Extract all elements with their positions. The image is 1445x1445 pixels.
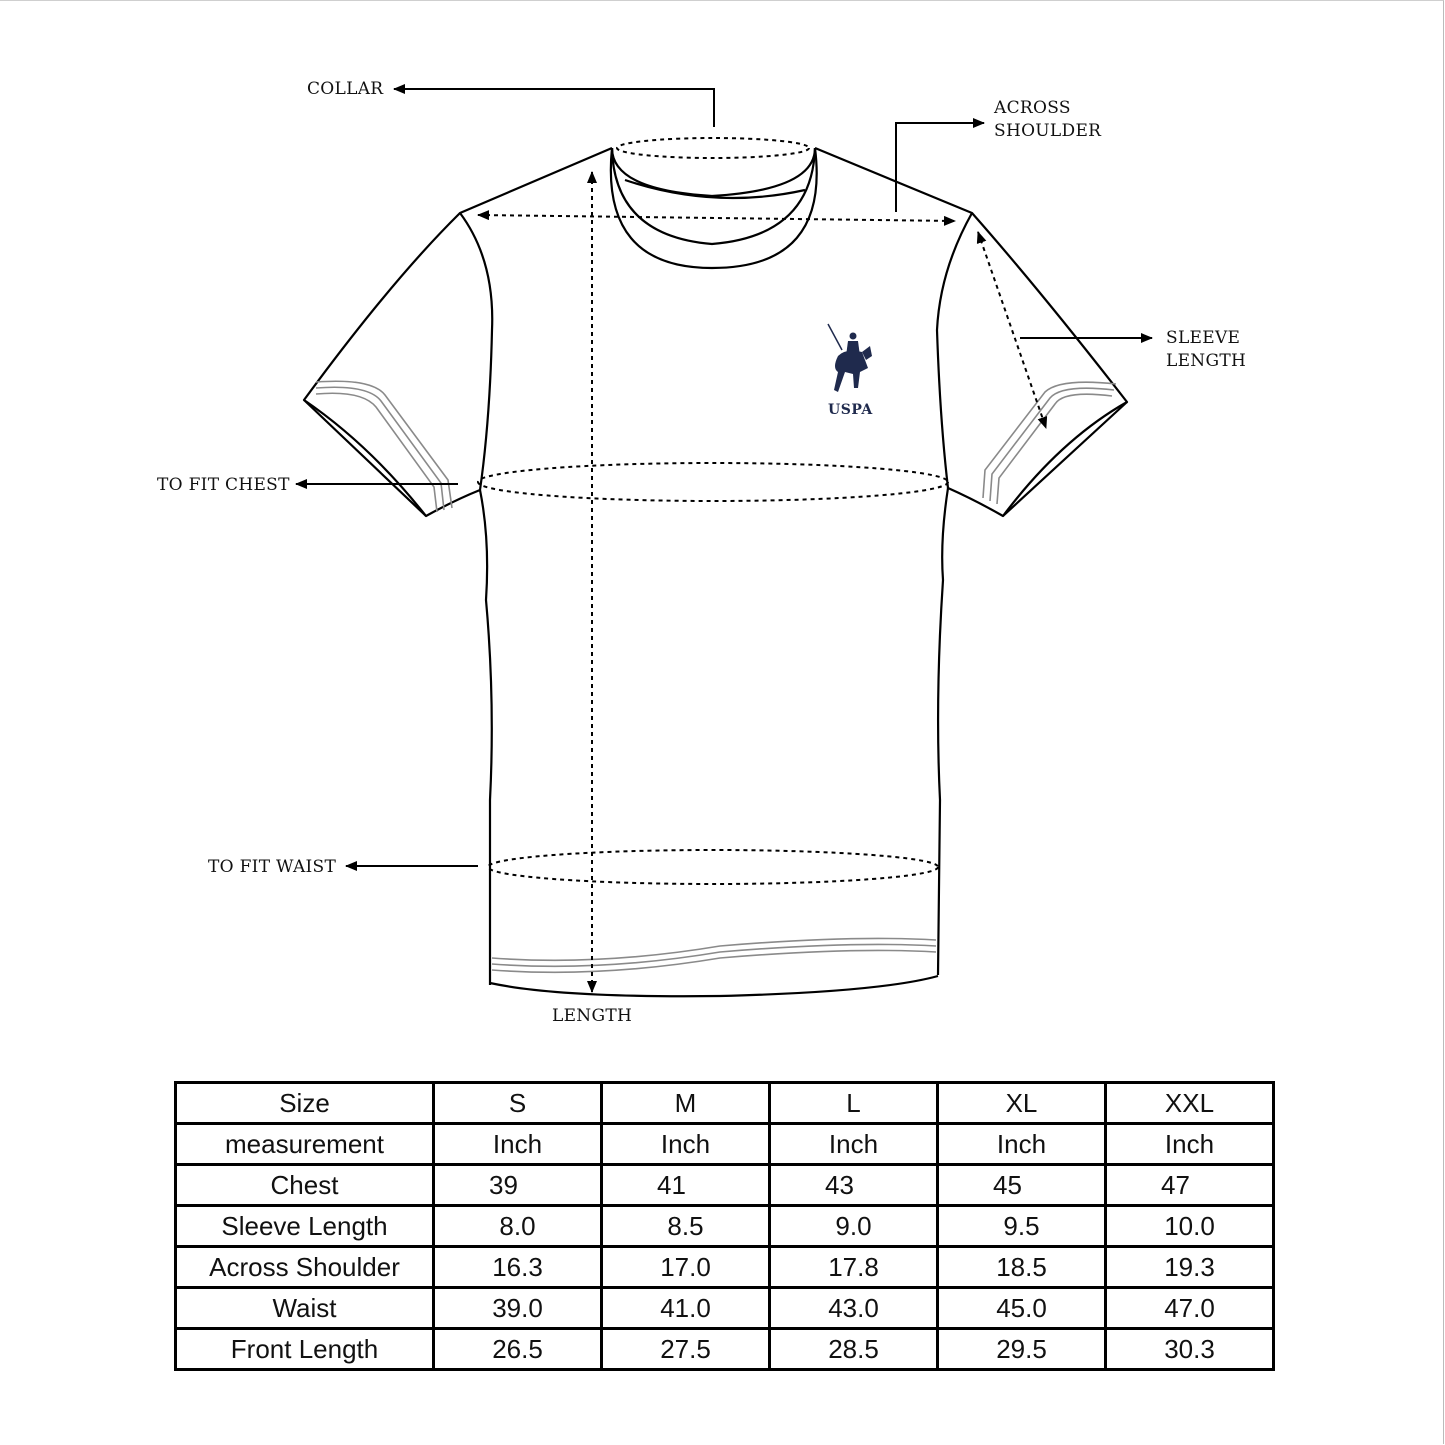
table-cell: 43.0 bbox=[768, 1286, 939, 1330]
row-label-cell: Front Length bbox=[174, 1327, 435, 1371]
units-cell: Inch bbox=[936, 1122, 1107, 1166]
table-cell: 27.5 bbox=[600, 1327, 771, 1371]
tshirt-outline bbox=[302, 146, 1129, 998]
row-label-cell: Across Shoulder bbox=[174, 1245, 435, 1289]
table-row: Front Length 26.5 27.5 28.5 29.5 30.3 bbox=[174, 1327, 1275, 1371]
table-cell: 29.5 bbox=[936, 1327, 1107, 1371]
header-cell: M bbox=[600, 1081, 771, 1125]
table-cell: 9.5 bbox=[936, 1204, 1107, 1248]
row-label-cell: Sleeve Length bbox=[174, 1204, 435, 1248]
to-fit-waist-label: TO FIT WAIST bbox=[208, 857, 336, 877]
table-cell: 17.0 bbox=[600, 1245, 771, 1289]
table-cell: 45.0 bbox=[936, 1286, 1107, 1330]
table-header-row: Size S M L XL XXL bbox=[174, 1081, 1275, 1125]
header-cell: S bbox=[432, 1081, 603, 1125]
table-cell: 47.0 bbox=[1104, 1286, 1275, 1330]
table-cell: 17.8 bbox=[768, 1245, 939, 1289]
table-units-row: measurement Inch Inch Inch Inch Inch bbox=[174, 1122, 1275, 1166]
chest-ellipse bbox=[477, 462, 949, 502]
sleeve-length-label-line2: LENGTH bbox=[1166, 351, 1246, 371]
table-cell: 9.0 bbox=[768, 1204, 939, 1248]
sleeve-length-label-line1: SLEEVE bbox=[1166, 328, 1240, 348]
table-cell: 41.0 bbox=[600, 1286, 771, 1330]
uspa-logo: USPA bbox=[827, 323, 873, 418]
table-cell: 45 bbox=[936, 1163, 1107, 1207]
label-pointers bbox=[295, 84, 1153, 871]
table-cell: 28.5 bbox=[768, 1327, 939, 1371]
across-shoulder-label-line1: ACROSS bbox=[993, 98, 1071, 118]
units-cell: Inch bbox=[432, 1122, 603, 1166]
header-cell: Size bbox=[174, 1081, 435, 1125]
collar-ellipse bbox=[616, 137, 810, 159]
table-row: Waist 39.0 41.0 43.0 45.0 47.0 bbox=[174, 1286, 1275, 1330]
sleeve-line bbox=[976, 231, 1048, 429]
table-cell: 39.0 bbox=[432, 1286, 603, 1330]
table-cell: 30.3 bbox=[1104, 1327, 1275, 1371]
units-cell: measurement bbox=[174, 1122, 435, 1166]
row-label-cell: Waist bbox=[174, 1286, 435, 1330]
measure-guides bbox=[477, 137, 1048, 993]
units-cell: Inch bbox=[600, 1122, 771, 1166]
units-cell: Inch bbox=[768, 1122, 939, 1166]
uspa-logo-text: USPA bbox=[828, 402, 873, 418]
units-cell: Inch bbox=[1104, 1122, 1275, 1166]
table-cell: 43 bbox=[768, 1163, 939, 1207]
tshirt-measurement-diagram: COLLAR ACROSS SHOULDER SLEEVE LENGTH TO … bbox=[157, 79, 1246, 1026]
header-cell: XL bbox=[936, 1081, 1107, 1125]
table-cell: 8.0 bbox=[432, 1204, 603, 1248]
to-fit-chest-label: TO FIT CHEST bbox=[157, 475, 290, 495]
collar-label: COLLAR bbox=[307, 79, 384, 99]
header-cell: L bbox=[768, 1081, 939, 1125]
table-row: Across Shoulder 16.3 17.0 17.8 18.5 19.3 bbox=[174, 1245, 1275, 1289]
table-row: Chest 39 41 43 45 47 bbox=[174, 1163, 1275, 1207]
across-shoulder-label-line2: SHOULDER bbox=[994, 121, 1102, 141]
table-cell: 26.5 bbox=[432, 1327, 603, 1371]
polo-player-icon bbox=[827, 323, 872, 392]
table-cell: 18.5 bbox=[936, 1245, 1107, 1289]
length-label: LENGTH bbox=[552, 1006, 632, 1026]
table-cell: 19.3 bbox=[1104, 1245, 1275, 1289]
header-cell: XXL bbox=[1104, 1081, 1275, 1125]
table-cell: 10.0 bbox=[1104, 1204, 1275, 1248]
table-row: Sleeve Length 8.0 8.5 9.0 9.5 10.0 bbox=[174, 1204, 1275, 1248]
table-cell: 39 bbox=[432, 1163, 603, 1207]
row-label-cell: Chest bbox=[174, 1163, 435, 1207]
shoulder-line bbox=[477, 210, 956, 226]
table-cell: 47 bbox=[1104, 1163, 1275, 1207]
table-cell: 16.3 bbox=[432, 1245, 603, 1289]
table-cell: 41 bbox=[600, 1163, 771, 1207]
table-cell: 8.5 bbox=[600, 1204, 771, 1248]
waist-ellipse bbox=[487, 849, 939, 885]
size-chart-table: Size S M L XL XXL measurement Inch Inch … bbox=[174, 1081, 1275, 1371]
